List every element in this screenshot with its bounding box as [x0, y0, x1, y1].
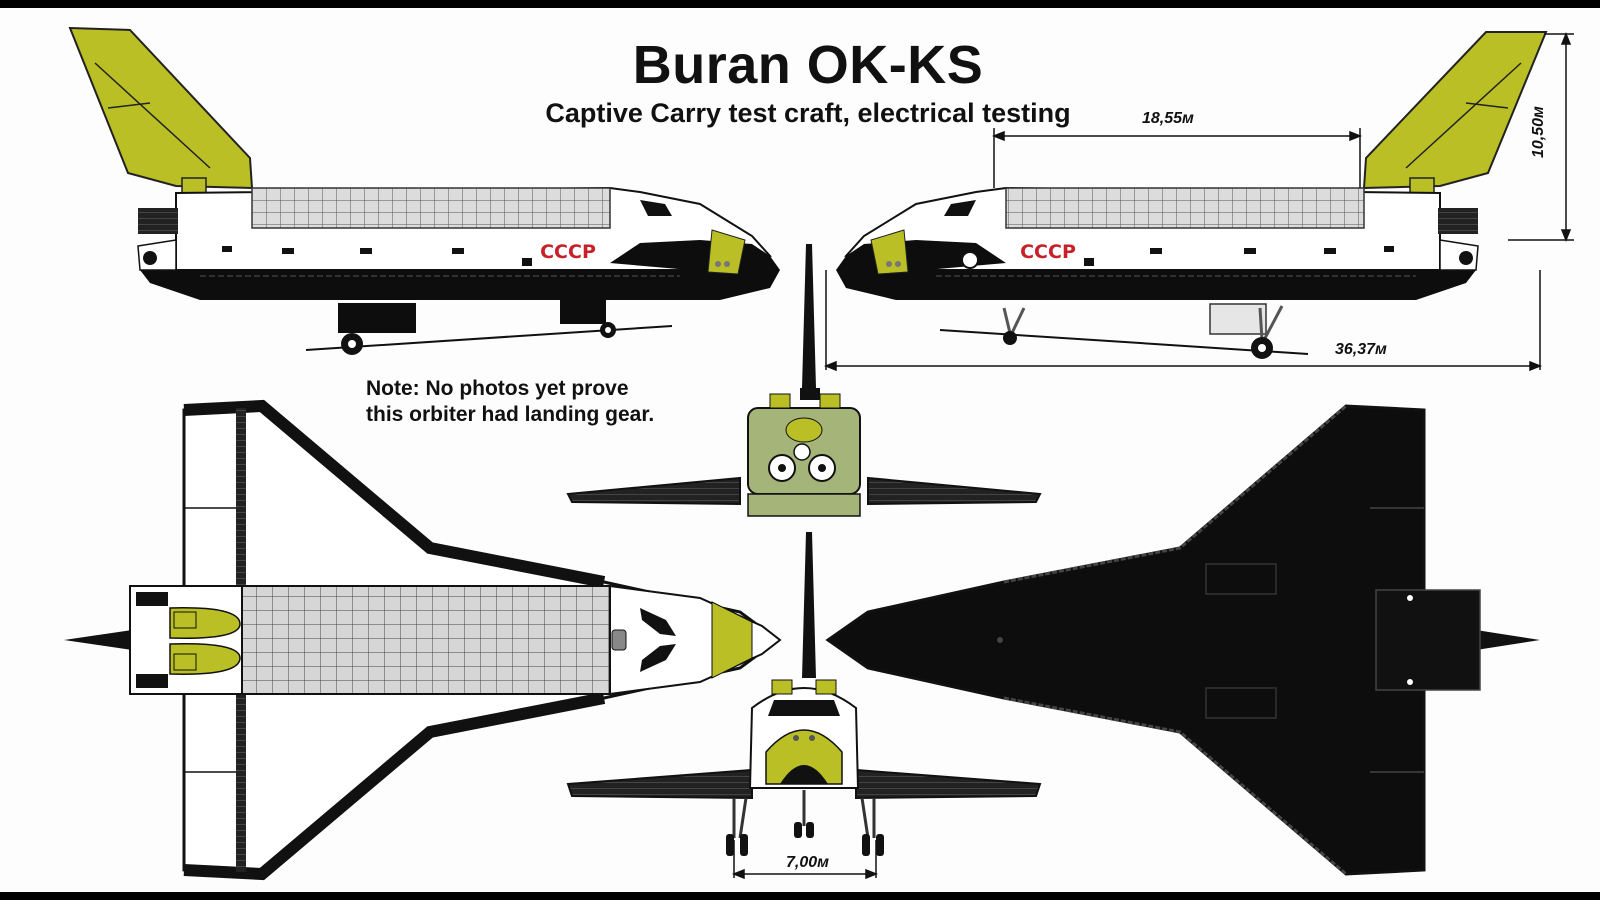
dimension-payload-bay: 18,55м — [1142, 110, 1194, 127]
rear-view — [566, 244, 1042, 517]
top-view — [64, 399, 782, 881]
note-text: Note: No photos yet prove this orbiter h… — [366, 376, 654, 428]
side-view-left: СССР — [68, 26, 780, 355]
bottom-view — [825, 404, 1540, 876]
insignia-left: СССР — [540, 241, 596, 263]
insignia-right: СССР — [1020, 241, 1076, 263]
page-subtitle: Captive Carry test craft, electrical tes… — [545, 98, 1071, 128]
dimension-gear-track: 7,00м — [786, 854, 829, 871]
front-view — [566, 532, 1042, 856]
note-line-1: Note: No photos yet prove — [366, 377, 629, 400]
note-line-2: this orbiter had landing gear. — [366, 403, 655, 426]
blueprint-sheet: СССР — [0, 8, 1600, 892]
page-title: Buran OK-KS — [632, 35, 984, 95]
side-view-right: СССР — [836, 31, 1548, 359]
orbiter-drawing: СССР — [64, 26, 1574, 881]
bottom-view-wing — [825, 404, 1426, 876]
dimension-overall-length: 36,37м — [1335, 341, 1387, 358]
dimension-lines — [731, 31, 1574, 880]
dimension-height: 10,50м — [1530, 106, 1547, 158]
